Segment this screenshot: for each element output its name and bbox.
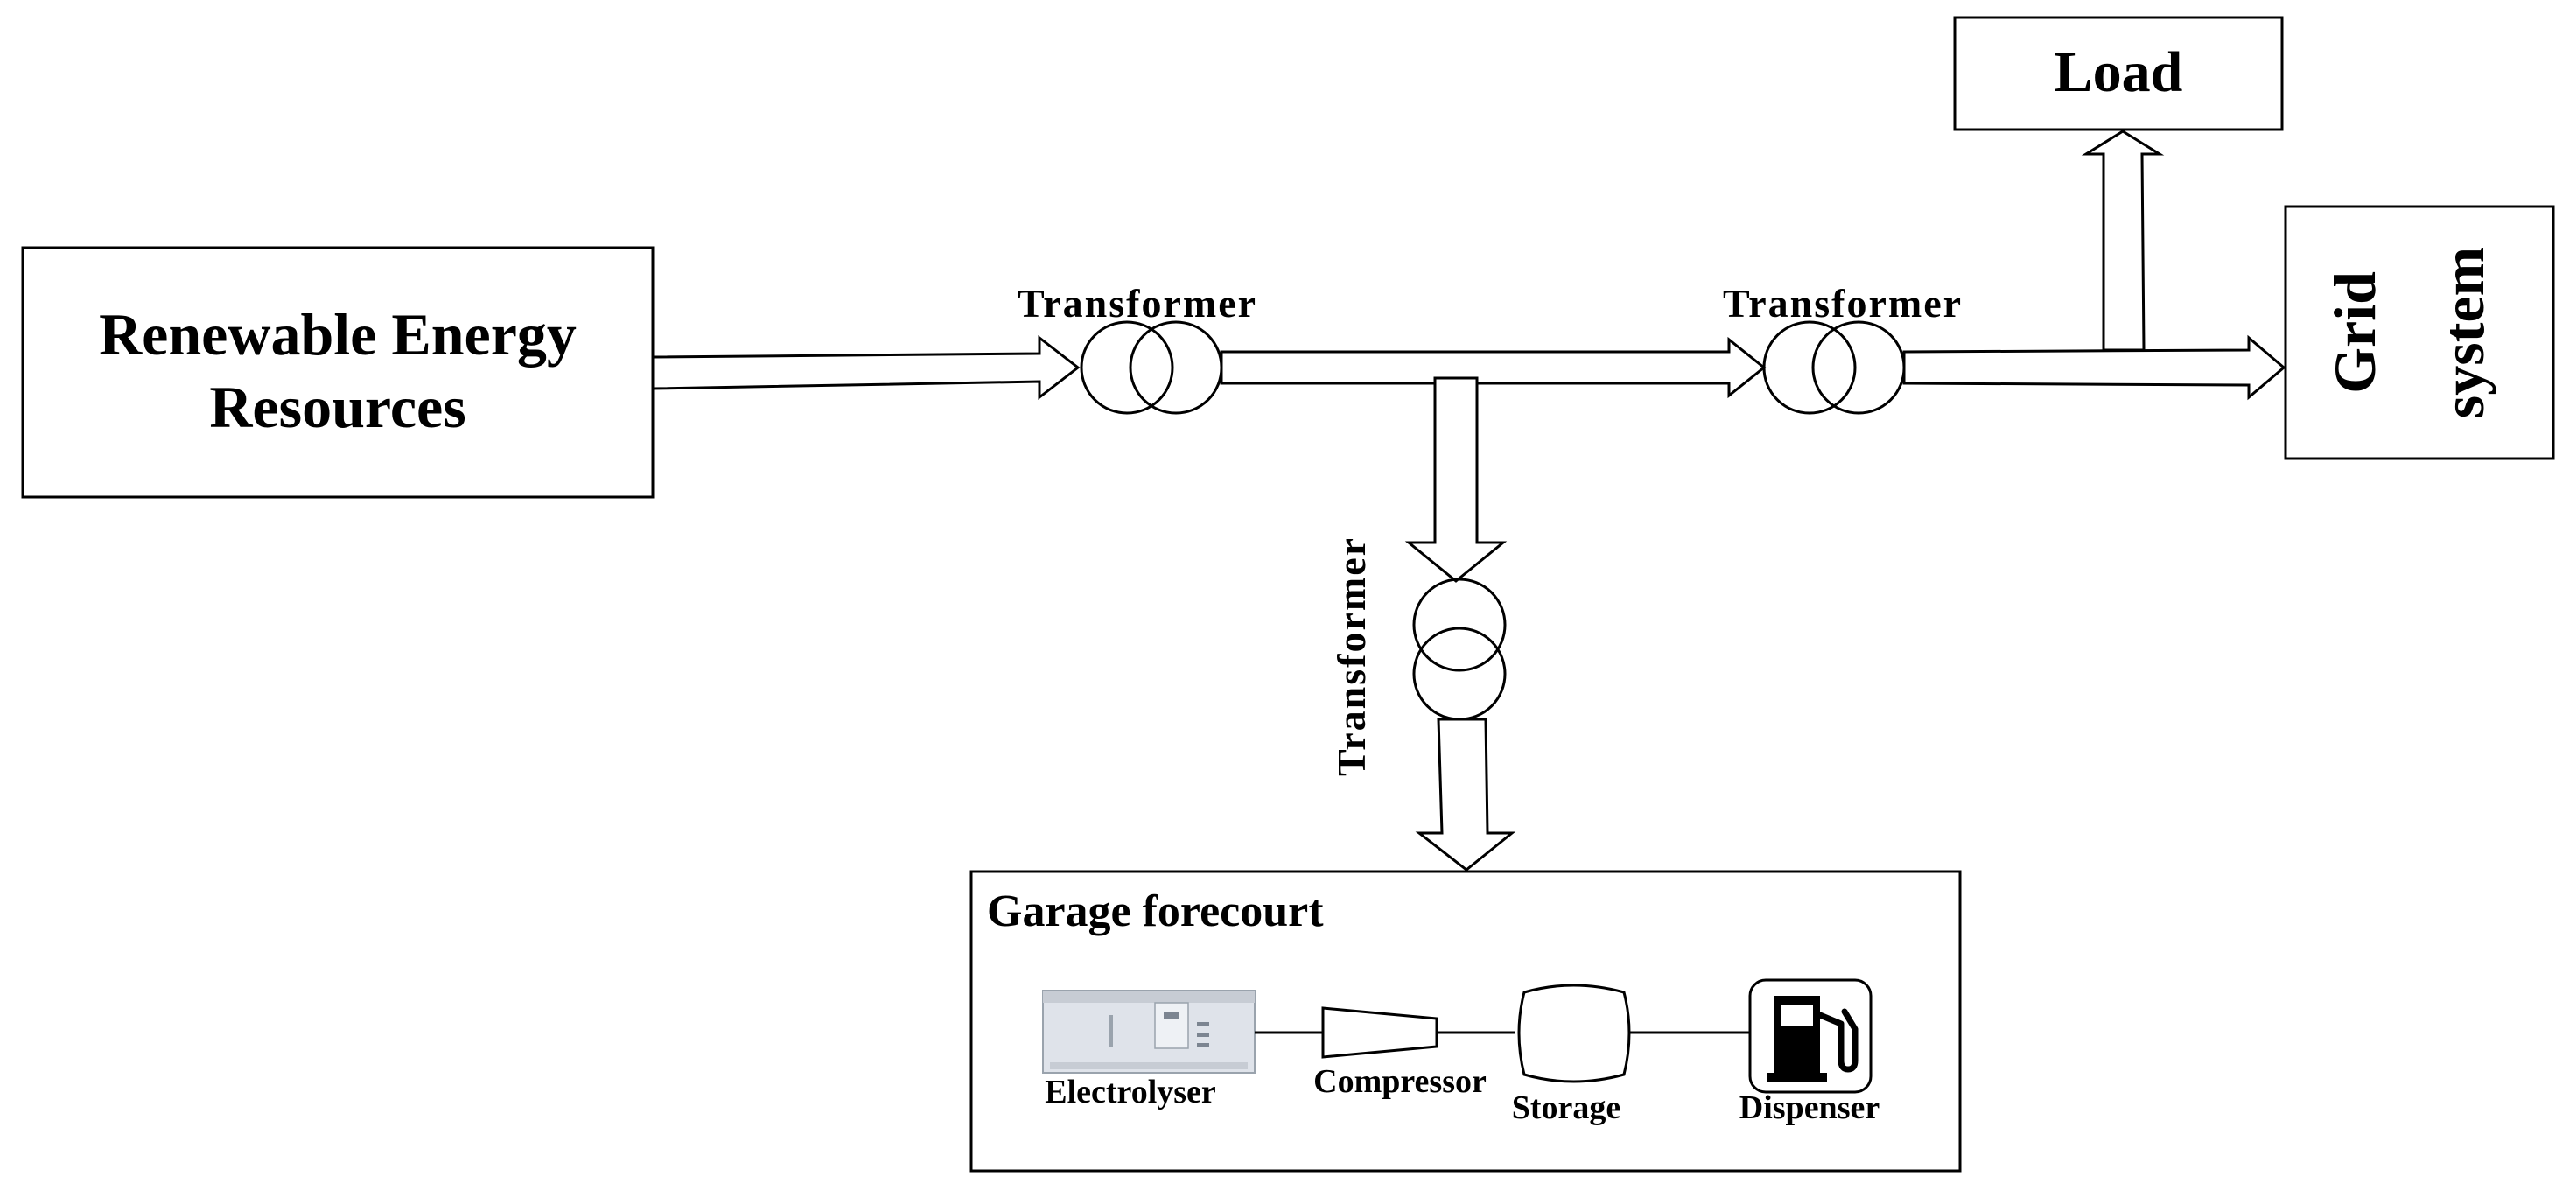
transformer-1-symbol <box>1080 320 1223 415</box>
source-label-line1: Renewable Energy <box>99 301 577 368</box>
source-label-line2: Resources <box>209 374 466 440</box>
arrow-bus-to-transformer3 <box>1404 376 1508 583</box>
garage-forecourt-title: Garage forecourt <box>987 886 1324 936</box>
renewable-energy-resources-box: Renewable Energy Resources <box>21 246 654 499</box>
compressor-label: Compressor <box>1313 1063 1487 1100</box>
transformer-2-symbol <box>1762 320 1906 415</box>
transformer-3-label: Transformer <box>1329 536 1374 776</box>
compressor-icon <box>1321 1006 1438 1059</box>
arrow-to-load <box>2081 130 2165 352</box>
dispenser-label: Dispenser <box>1740 1089 1880 1126</box>
garage-forecourt-box: Garage forecourt Electrolyser Compressor… <box>970 870 1962 1173</box>
transformer-3-symbol <box>1412 578 1507 721</box>
transformer-1-label: Transformer <box>1018 281 1257 326</box>
load-label: Load <box>2054 40 2183 104</box>
storage-tank-icon <box>1517 984 1631 1083</box>
transformer-2-label: Transformer <box>1723 281 1963 326</box>
fuel-pump-icon <box>1748 978 1872 1094</box>
grid-label-line1: Grid <box>2321 271 2388 394</box>
load-box: Load <box>1953 16 2284 131</box>
arrow-source-to-transformer1 <box>651 334 1081 401</box>
arrow-to-grid-system <box>1902 334 2286 401</box>
storage-label: Storage <box>1512 1089 1621 1126</box>
arrow-bus-to-transformer2 <box>1220 336 1767 399</box>
electrolyser-label: Electrolyser <box>1045 1074 1216 1110</box>
grid-system-box: Grid system <box>2284 205 2555 460</box>
grid-label-line2: system <box>2430 247 2496 418</box>
arrow-to-garage-forecourt <box>1415 718 1516 872</box>
electrolyser-icon <box>1042 990 1256 1074</box>
